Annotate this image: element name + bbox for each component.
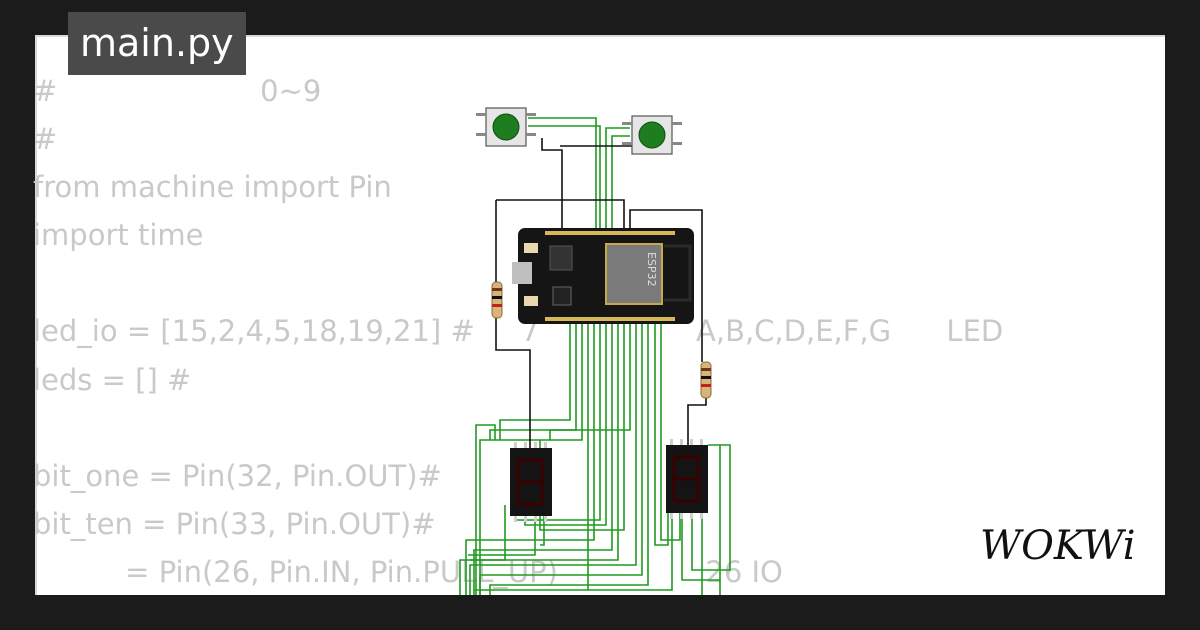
- pushbutton-1[interactable]: [476, 107, 536, 147]
- code-editor[interactable]: # 0~9 # from machine import Pin import time…: [33, 67, 1003, 596]
- code-line: bit_ten = Pin(33, Pin.OUT)#: [33, 506, 436, 541]
- pushbutton-2[interactable]: [622, 115, 682, 155]
- esp32-board[interactable]: ESP32: [512, 228, 694, 324]
- wokwi-logo: WOKWi: [978, 521, 1148, 575]
- code-line: # 0~9: [33, 74, 322, 108]
- code-line: #: [33, 122, 58, 157]
- code-line: leds = [] #: [33, 362, 192, 397]
- code-line: bit_one = Pin(32, Pin.OUT)#: [33, 458, 442, 493]
- resistor-1[interactable]: [491, 281, 503, 319]
- code-line: = Pin(26, Pin.IN, Pin.PULL_UP) 26 IO: [33, 554, 783, 589]
- black-wires: [495, 138, 707, 450]
- code-line: led_io = [15,2,4,5,18,19,21] # 7 A,B,C,D…: [33, 314, 1004, 349]
- seven-segment-display-ones[interactable]: [510, 442, 552, 522]
- frame-edge-right: [1165, 0, 1200, 630]
- code-line: from machine import Pin: [33, 170, 392, 205]
- green-wires: [459, 117, 731, 600]
- file-tab-main-py[interactable]: main.py: [68, 12, 246, 75]
- seven-segment-display-tens[interactable]: [666, 439, 708, 519]
- resistor-2[interactable]: [700, 361, 712, 399]
- code-line: import time: [33, 218, 204, 253]
- wokwi-logo-text: WOKWi: [980, 523, 1136, 569]
- esp32-chip-label: ESP32: [645, 252, 658, 287]
- frame-edge-bottom: [0, 595, 1200, 630]
